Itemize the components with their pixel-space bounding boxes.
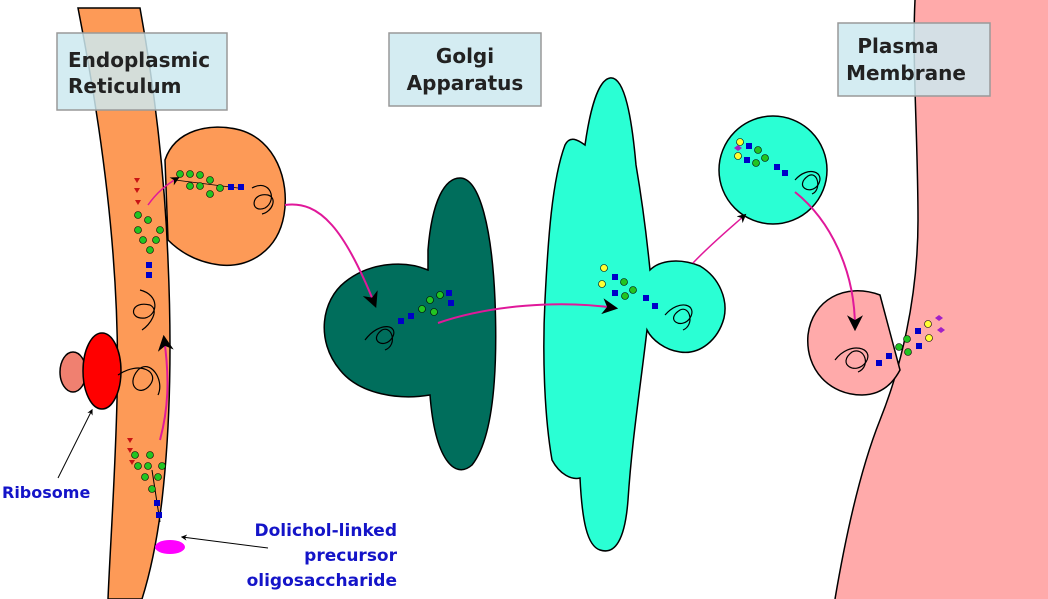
arrow-golgi-to-vesicle (692, 213, 747, 264)
golgi-trans (543, 77, 726, 552)
glycan-er-membrane (134, 178, 164, 278)
arrow-golgi-to-golgi (437, 298, 619, 324)
dolichol-label-line1: Dolichol-linked (255, 521, 398, 541)
dolichol-anchor (155, 540, 185, 554)
arrow-er-up (157, 334, 174, 441)
ribosome-pointer (57, 408, 93, 479)
golgi-label-box (388, 32, 542, 107)
glycan-transport-vesicle (734, 138, 788, 176)
ribosome-label: Ribosome (2, 483, 90, 502)
er-label-box (56, 32, 228, 111)
protein-squiggle (364, 326, 395, 351)
plasma-membrane-edge (834, 0, 919, 599)
pm-label-line2: Membrane (846, 61, 966, 85)
arrow-er-to-golgi (284, 203, 378, 308)
pm-vesicle (807, 290, 901, 396)
arrow-er-to-vesicle (147, 177, 180, 206)
dolichol-label-line3: oligosaccharide (247, 571, 397, 591)
protein-squiggle (794, 170, 821, 195)
dolichol-label-line2: precursor (304, 546, 397, 566)
glycan-plasma-membrane (876, 315, 945, 366)
glycan-golgi-trans (598, 264, 658, 309)
pm-label-line1: Plasma (857, 34, 938, 58)
glycan-er-vesicle (174, 170, 244, 198)
golgi-label-line1: Golgi (436, 44, 494, 68)
plasma-membrane (835, 0, 1048, 599)
er-membrane (77, 7, 171, 599)
golgi-label-line2: Apparatus (407, 71, 524, 95)
er-label-line1: Endoplasmic (68, 48, 210, 72)
protein-squiggle (133, 289, 156, 331)
glycan-er-precursor (127, 438, 166, 523)
pm-label-box (837, 22, 991, 97)
ribosome-small-subunit (59, 351, 87, 393)
protein-squiggle (834, 347, 869, 373)
arrow-vesicle-to-pm (794, 191, 863, 332)
dolichol-pointer (180, 534, 269, 549)
glycan-golgi-cis (398, 290, 454, 324)
ribosome-large-subunit (82, 332, 122, 410)
protein-squiggle (117, 366, 161, 396)
er-vesicle (164, 126, 286, 267)
protein-squiggle (251, 185, 274, 215)
golgi-cis (323, 177, 497, 471)
er-label-line2: Reticulum (68, 74, 181, 98)
protein-squiggle (664, 304, 693, 331)
